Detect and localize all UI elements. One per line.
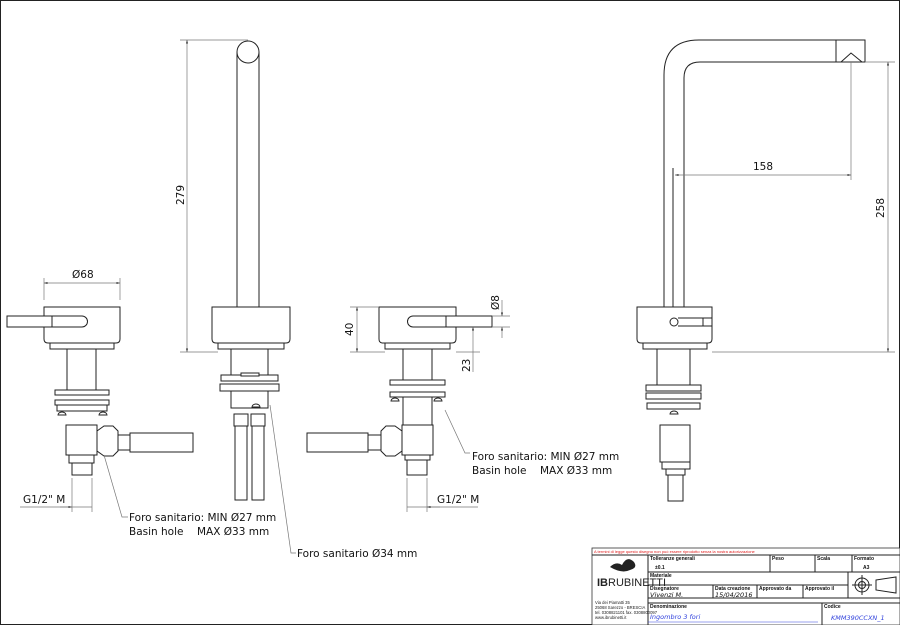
view-side: 258 158	[636, 39, 895, 502]
view-spout-front: 279 Foro sanitario Ø34 mm	[175, 39, 417, 560]
dim-outlet-height-258: 258	[875, 198, 887, 218]
approved-on-label: Approvato il	[805, 586, 835, 592]
logo-mark-icon	[610, 559, 636, 572]
note-basin-hole-left-value: MAX Ø33 mm	[197, 526, 269, 538]
created-label: Data creazione	[715, 586, 751, 592]
dim-thread-left: G1/2" M	[23, 494, 65, 506]
dim-lever-diameter-8: Ø8	[490, 295, 502, 310]
title-block: A termini di legge questo disegno non pu…	[591, 547, 900, 625]
legal-notice: A termini di legge questo disegno non pu…	[594, 549, 756, 554]
projection-symbol-icon	[852, 575, 897, 595]
name-value: Ingombro 3 fori	[650, 613, 700, 621]
dim-spout-reach-158: 158	[753, 161, 773, 173]
address-line-4: www.ibrubinetti.it	[595, 615, 627, 620]
designer-value: Vivenzi M.	[650, 591, 683, 599]
address-line-2: 25068 Sarezzo - BRESCIA	[595, 605, 645, 610]
name-label: Denominazione	[650, 604, 687, 610]
created-value: 15/04/2016	[715, 591, 752, 599]
scale-label: Scala	[817, 556, 830, 562]
note-basin-hole-right-value: MAX Ø33 mm	[540, 465, 612, 477]
address-line-1: Via dei Piamatti 35	[595, 600, 631, 605]
tolerance-value: ±0.1	[655, 565, 665, 571]
tolerance-label: Tolleranze generali	[650, 556, 696, 562]
note-basin-hole-left-label: Basin hole	[129, 526, 183, 538]
format-label: Formato	[854, 556, 874, 562]
note-spout-hole: Foro sanitario Ø34 mm	[297, 548, 417, 560]
note-basin-hole-right-label: Basin hole	[472, 465, 526, 477]
weight-label: Peso	[772, 556, 784, 562]
code-value: KMM390CCXN_1	[831, 614, 885, 622]
logo-text: IBRUBINETTI	[597, 577, 666, 589]
view-left-handle: Ø68 G1/2" M Foro sanitario: MIN Ø27 mm B…	[6, 269, 276, 538]
address-line-3: tel. 0308821101 fax. 0308800097	[595, 610, 658, 615]
material-label: Materiale	[650, 573, 672, 579]
dim-thread-right: G1/2" M	[437, 494, 479, 506]
dim-spout-height-279: 279	[175, 185, 187, 205]
dim-lever-height-40: 40	[344, 323, 356, 336]
designer-label: Disegnatore	[650, 586, 679, 592]
view-right-handle: 40 Ø8 23 G1/2" M Foro sanitario: MIN Ø27…	[306, 295, 619, 512]
dim-lever-offset-23: 23	[461, 359, 473, 372]
note-basin-hole-right-line1: Foro sanitario: MIN Ø27 mm	[472, 451, 619, 463]
code-label: Codice	[824, 604, 841, 610]
dim-diameter-68: Ø68	[72, 269, 94, 281]
format-value: A3	[863, 565, 870, 571]
approved-by-label: Approvato da	[759, 586, 791, 592]
note-basin-hole-left-line1: Foro sanitario: MIN Ø27 mm	[129, 512, 276, 524]
